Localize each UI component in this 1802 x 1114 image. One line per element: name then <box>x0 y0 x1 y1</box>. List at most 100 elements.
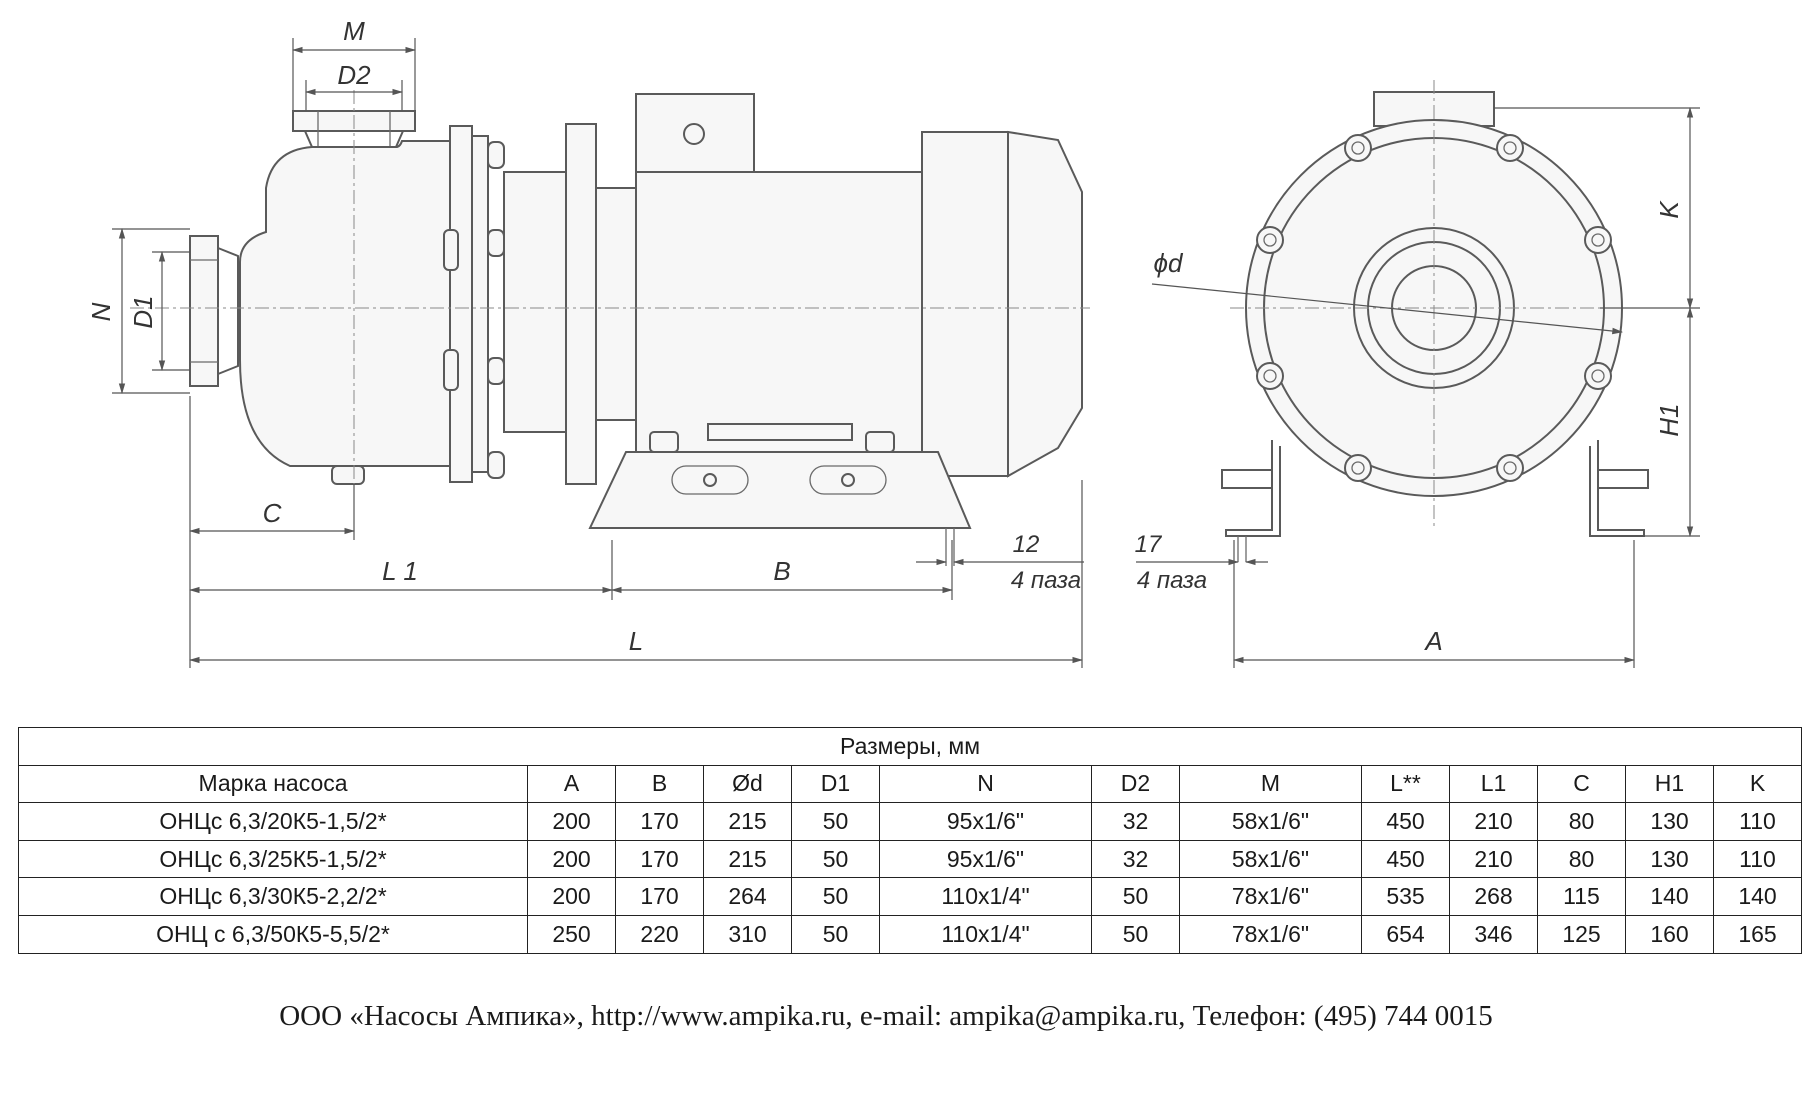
pump-dimension-drawing: M D2 N D1 C L 1 B L 12 4 паза <box>86 16 1700 668</box>
dimension-cell: 220 <box>615 914 704 954</box>
dimension-cell: 200 <box>527 839 616 879</box>
dimension-cell: 95x1/6" <box>879 839 1092 879</box>
motor-body <box>635 171 923 453</box>
dimension-cell: 50 <box>791 839 880 879</box>
dimension-cell: 215 <box>703 802 792 841</box>
dimension-cell: 110x1/4" <box>879 914 1092 954</box>
side-view <box>130 90 1090 566</box>
pump-flange <box>449 125 473 483</box>
label-k: K <box>1654 200 1684 219</box>
label-slots-front: 4 паза <box>1137 567 1207 594</box>
dimension-cell: 535 <box>1361 877 1450 916</box>
dimension-cell: 125 <box>1537 914 1626 954</box>
label-c: C <box>263 498 282 528</box>
column-header: L1 <box>1449 764 1538 804</box>
fan-cover <box>1007 130 1083 478</box>
dimension-cell: 80 <box>1537 839 1626 879</box>
dimension-cell: 130 <box>1625 839 1714 879</box>
inlet-nozzle <box>189 235 219 387</box>
label-slot-17: 17 <box>1135 531 1163 558</box>
label-d2: D2 <box>337 60 371 90</box>
dimension-cell: 200 <box>527 802 616 841</box>
pump-model-cell: ОНЦс 6,3/30К5-2,2/2* <box>18 877 528 916</box>
table-title-row: Размеры, мм <box>17 727 1802 766</box>
dimension-cell: 268 <box>1449 877 1538 916</box>
dimension-cell: 250 <box>527 914 616 954</box>
dimension-cell: 210 <box>1449 839 1538 879</box>
dimension-cell: 210 <box>1449 802 1538 841</box>
dimension-cell: 140 <box>1712 877 1802 916</box>
dimension-cell: 215 <box>703 839 792 879</box>
dimension-cell: 160 <box>1625 914 1714 954</box>
dimension-cell: 32 <box>1091 802 1180 841</box>
column-header: Марка насоса <box>18 764 528 804</box>
dimension-cell: 58x1/6" <box>1179 839 1362 879</box>
motor-foot <box>588 451 972 529</box>
column-header: Ød <box>703 764 792 804</box>
dimension-cell: 450 <box>1361 802 1450 841</box>
dimension-cell: 50 <box>1091 914 1180 954</box>
front-foot-left <box>1225 440 1281 537</box>
flange-bolts <box>443 141 505 479</box>
column-header: C <box>1537 764 1626 804</box>
column-header: D2 <box>1091 764 1180 804</box>
dimension-cell: 170 <box>615 877 704 916</box>
column-header: L** <box>1361 764 1450 804</box>
front-view-dimensions: ϕd K H1 A 17 4 паза <box>1135 106 1700 668</box>
pump-casing <box>239 140 451 467</box>
dimension-cell: 110x1/4" <box>879 877 1092 916</box>
label-h1: H1 <box>1654 403 1684 436</box>
label-b: B <box>773 556 790 586</box>
company-contact-footer: ООО «Насосы Ампика», http://www.ampika.r… <box>279 1000 1493 1032</box>
dimension-cell: 654 <box>1361 914 1450 954</box>
column-header: B <box>615 764 704 804</box>
dimension-cell: 264 <box>703 877 792 916</box>
column-header: A <box>527 764 616 804</box>
dimension-cell: 310 <box>703 914 792 954</box>
motor-flange <box>565 123 597 485</box>
label-a: A <box>1423 626 1442 656</box>
column-header: M <box>1179 764 1362 804</box>
dimension-cell: 450 <box>1361 839 1450 879</box>
dimension-cell: 58x1/6" <box>1179 802 1362 841</box>
column-header: K <box>1712 764 1802 804</box>
dimension-cell: 170 <box>615 802 704 841</box>
label-slots-side: 4 паза <box>1011 567 1081 594</box>
label-slot-12: 12 <box>1013 531 1040 558</box>
dimension-cell: 346 <box>1449 914 1538 954</box>
dimension-cell: 50 <box>1091 877 1180 916</box>
label-l1: L 1 <box>382 556 418 586</box>
column-header: H1 <box>1625 764 1714 804</box>
dimension-cell: 110 <box>1712 802 1802 841</box>
label-d1: D1 <box>128 295 158 328</box>
dimension-cell: 50 <box>791 877 880 916</box>
dimension-cell: 140 <box>1625 877 1714 916</box>
pump-model-cell: ОНЦс 6,3/25К5-1,5/2* <box>18 839 528 879</box>
label-n: N <box>86 302 116 321</box>
dimension-cell: 115 <box>1537 877 1626 916</box>
dimension-cell: 170 <box>615 839 704 879</box>
column-header: D1 <box>791 764 880 804</box>
front-view <box>1221 80 1649 562</box>
terminal-box <box>635 93 755 173</box>
side-view-dimensions: M D2 N D1 C L 1 B L 12 4 паза <box>86 16 1084 668</box>
dimension-cell: 165 <box>1712 914 1802 954</box>
label-d: ϕd <box>1154 248 1184 278</box>
pump-model-cell: ОНЦс 6,3/20К5-1,5/2* <box>18 802 528 841</box>
dimension-cell: 200 <box>527 877 616 916</box>
dimension-cell: 80 <box>1537 802 1626 841</box>
table-title: Размеры, мм <box>17 727 1802 766</box>
dimension-cell: 32 <box>1091 839 1180 879</box>
label-l: L <box>629 626 643 656</box>
dimension-cell: 78x1/6" <box>1179 914 1362 954</box>
dimension-cell: 95x1/6" <box>879 802 1092 841</box>
dimension-cell: 50 <box>791 914 880 954</box>
dimension-cell: 110 <box>1712 839 1802 879</box>
label-m: M <box>343 16 365 46</box>
